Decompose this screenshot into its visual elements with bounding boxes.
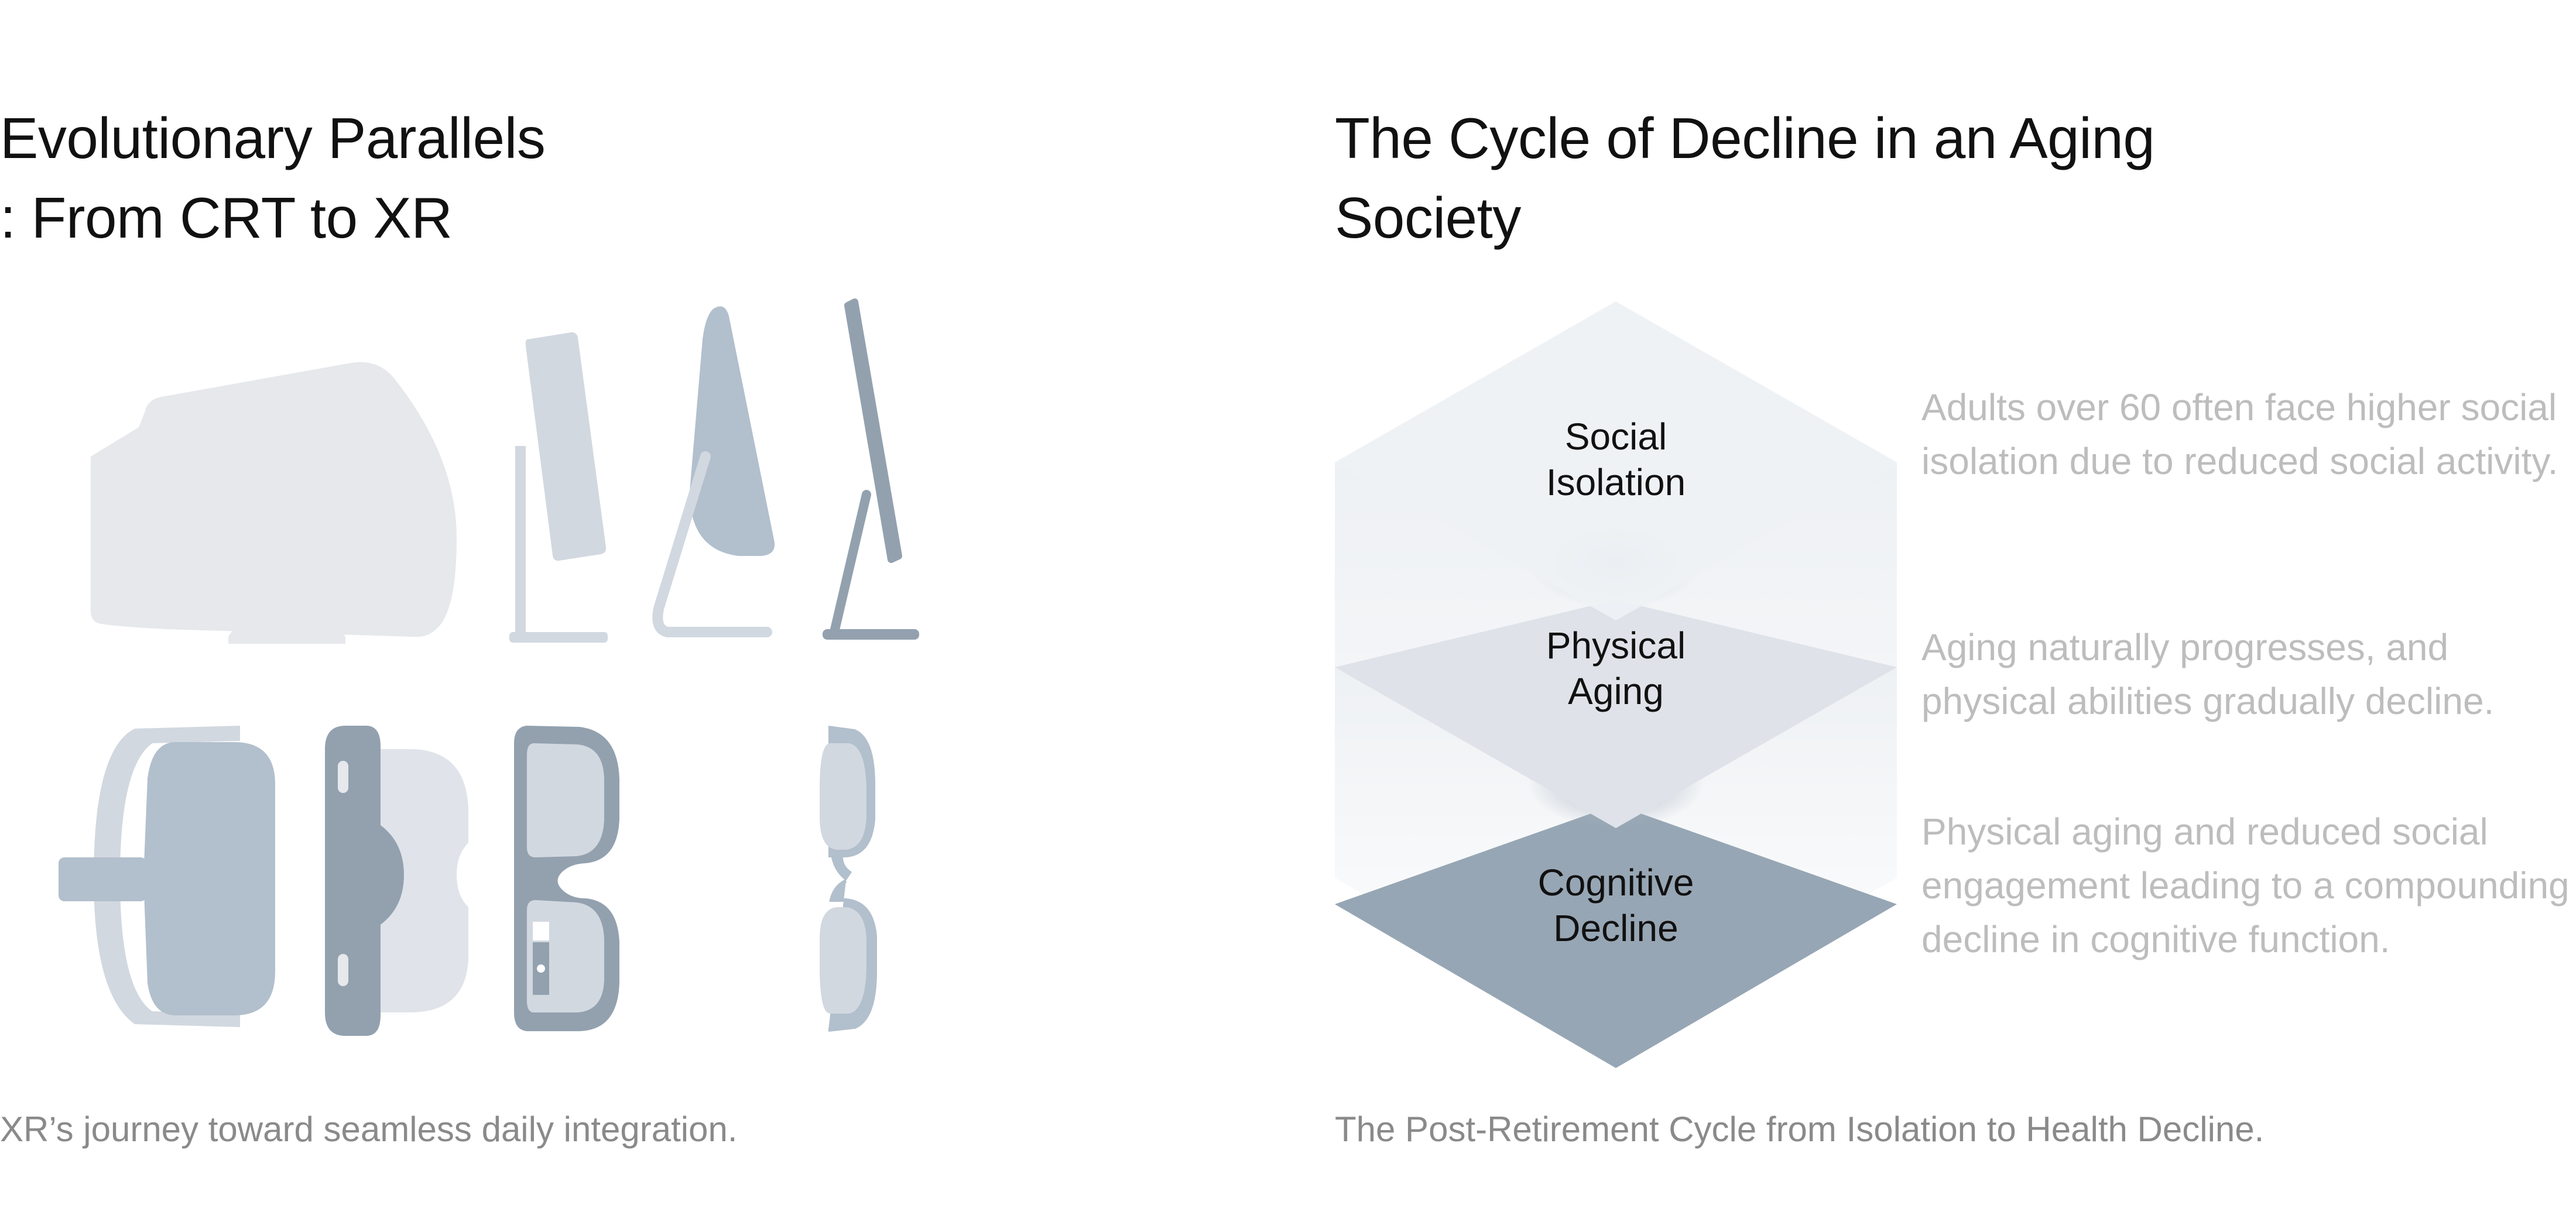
layer-social-isolation: Social Isolation bbox=[1335, 301, 1897, 620]
evolution-title: Evolutionary Parallels : From CRT to XR bbox=[0, 98, 546, 258]
layer-label-physical-line1: Physical bbox=[1546, 624, 1686, 667]
left-panel: Evolutionary Parallels : From CRT to XR bbox=[0, 98, 919, 1149]
cycle-title-line-1: The Cycle of Decline in an Aging bbox=[1335, 106, 2155, 170]
layer-label-cognitive-line2: Decline bbox=[1553, 907, 1678, 949]
layer-label-cognitive-line1: Cognitive bbox=[1538, 861, 1694, 904]
right-panel: The Cycle of Decline in an Aging Society bbox=[1335, 0, 2576, 1229]
layer-label-social-line1: Social bbox=[1565, 416, 1667, 458]
curved-monitor-icon bbox=[652, 306, 775, 637]
flat-monitor-icon bbox=[509, 332, 608, 643]
description-physical-aging: Aging naturally progresses, and physical… bbox=[1921, 626, 2495, 722]
cycle-caption: The Post-Retirement Cycle from Isolation… bbox=[1335, 1110, 2265, 1149]
description-social-isolation: Adults over 60 often face higher social … bbox=[1921, 386, 2558, 482]
eyeglasses-icon bbox=[820, 726, 877, 1032]
smart-glasses-icon bbox=[514, 726, 619, 1031]
slim-monitor-icon bbox=[823, 298, 919, 640]
evolution-title-line-1: Evolutionary Parallels bbox=[0, 106, 546, 170]
vr-headset-icon bbox=[59, 726, 275, 1027]
description-cognitive-decline: Physical aging and reduced social engage… bbox=[1921, 811, 2570, 960]
cycle-title-line-2: Society bbox=[1335, 186, 1521, 250]
mixed-reality-headset-icon bbox=[325, 726, 468, 1036]
crt-monitor-icon bbox=[91, 362, 457, 644]
cycle-title: The Cycle of Decline in an Aging Society bbox=[1335, 98, 2155, 258]
evolution-caption: XR’s journey toward seamless daily integ… bbox=[0, 1110, 738, 1149]
layer-label-social-line2: Isolation bbox=[1546, 461, 1686, 503]
devices-illustration bbox=[59, 298, 919, 1036]
layer-label-physical-line2: Aging bbox=[1568, 670, 1664, 712]
evolution-title-line-2: : From CRT to XR bbox=[0, 186, 453, 250]
cycle-diagram: Cognitive Decline Physical Aging Social … bbox=[1335, 301, 1897, 1068]
